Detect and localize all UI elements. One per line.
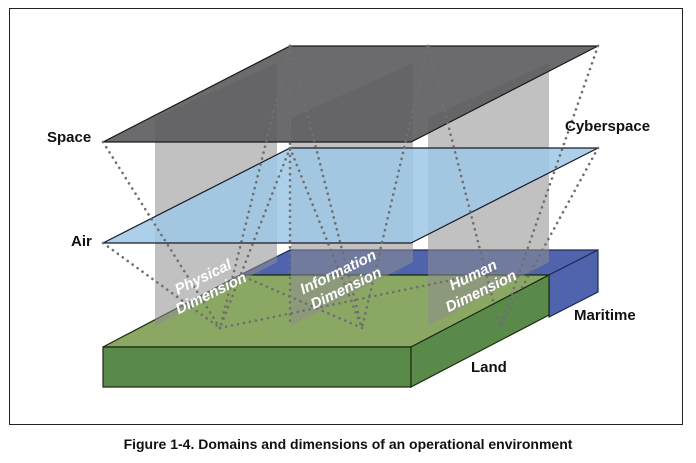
dotted-connectors — [101, 44, 600, 330]
figure-caption: Figure 1-4. Domains and dimensions of an… — [123, 436, 573, 452]
land-label: Land — [471, 359, 507, 376]
space-label: Space — [47, 129, 92, 146]
land-front — [102, 346, 412, 388]
cyberspace-label: Cyberspace — [565, 118, 651, 135]
maritime-label: Maritime — [574, 307, 636, 324]
air-label: Air — [71, 233, 92, 250]
